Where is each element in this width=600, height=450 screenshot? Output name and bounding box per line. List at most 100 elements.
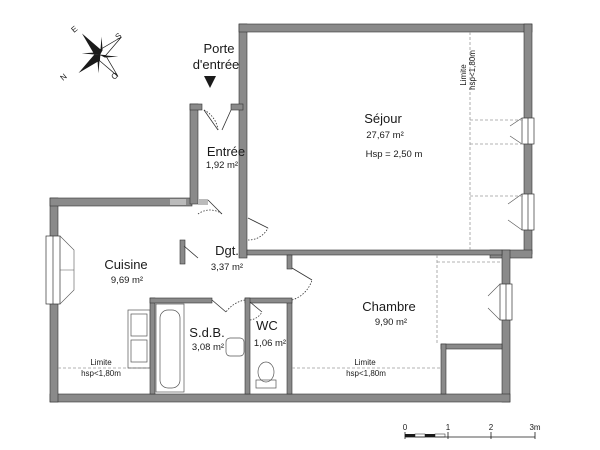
scale-bar	[404, 432, 536, 439]
room-area-entree: 1,92 m²	[206, 160, 238, 171]
limit-label-chambre-2: hsp<1,80m	[346, 369, 386, 378]
sink-basin	[130, 339, 148, 363]
room-area-dgt: 3,37 m²	[211, 262, 243, 273]
room-name-sejour: Séjour	[364, 111, 402, 126]
wall	[149, 297, 213, 304]
compass-label-o: O	[110, 71, 121, 82]
scale-segment	[425, 434, 435, 437]
compass-point	[100, 36, 103, 55]
toilet-tank	[255, 379, 277, 389]
bathtub	[155, 303, 185, 393]
compass-label-e: E	[70, 24, 80, 34]
room-name-sdb: S.d.B.	[189, 325, 224, 340]
scale-label-1: 1	[446, 423, 451, 432]
wall	[49, 301, 59, 403]
room-name-entree: Entrée	[207, 144, 245, 159]
wall	[230, 103, 244, 111]
limit-label-cuisine-1: Limite	[90, 358, 112, 367]
window-swings	[59, 117, 523, 321]
door-swing	[249, 301, 263, 313]
toilet-bowl	[257, 361, 275, 383]
door-arc	[197, 209, 223, 215]
room-ceiling-height-sejour: Hsp = 2,50 m	[366, 149, 423, 160]
door-arc	[225, 299, 246, 313]
door-swing	[183, 245, 199, 259]
scale-label-3: 3m	[529, 423, 540, 432]
compass-point	[78, 54, 100, 73]
door-swing	[203, 109, 219, 131]
room-name-wc: WC	[256, 318, 278, 333]
wall	[501, 249, 511, 287]
door-swing	[247, 217, 269, 229]
kitchen-sink	[127, 309, 151, 369]
wall	[440, 343, 447, 395]
wall	[238, 23, 248, 259]
wall	[189, 103, 203, 111]
limit-label-chambre-1: Limite	[354, 358, 376, 367]
wall	[244, 297, 293, 304]
door-arc	[203, 109, 219, 131]
walls	[49, 23, 533, 403]
limit-label-cuisine-2: hsp<1,80m	[81, 369, 121, 378]
compass-point	[82, 33, 101, 55]
compass-rose	[78, 33, 122, 77]
room-area-chambre: 9,90 m²	[375, 317, 407, 328]
scale-label-0: 0	[403, 423, 408, 432]
entry-label-line2: d'entrée	[193, 57, 240, 72]
room-area-sdb: 3,08 m²	[192, 342, 224, 353]
opening-marks	[170, 199, 208, 205]
window-swing	[487, 283, 501, 321]
wall	[523, 141, 533, 197]
compass-point	[81, 52, 100, 55]
wall	[179, 239, 186, 265]
doors	[183, 109, 313, 321]
fixtures	[127, 303, 277, 393]
wall	[286, 299, 293, 395]
windows	[45, 117, 535, 321]
door-arc	[249, 311, 263, 321]
wall	[286, 254, 293, 270]
scale-segment	[434, 433, 446, 438]
bathtub-inner	[159, 309, 181, 389]
room-area-cuisine: 9,69 m²	[111, 275, 143, 286]
limit-line	[470, 119, 524, 197]
door-swing	[221, 109, 232, 131]
room-name-chambre: Chambre	[362, 299, 415, 314]
entry-label-line1: Porte	[203, 41, 234, 56]
wall	[189, 103, 199, 205]
door-arc	[247, 227, 269, 241]
scale-segment	[405, 434, 415, 437]
compass-point	[97, 55, 100, 74]
door-swing	[207, 199, 223, 215]
scale-segment	[414, 433, 426, 438]
wall	[244, 297, 251, 395]
compass-label-s: S	[114, 31, 124, 41]
window-swing	[509, 117, 523, 145]
door-swing	[291, 267, 313, 281]
window-swing	[507, 193, 523, 231]
wall	[440, 343, 503, 350]
window-swing	[59, 235, 75, 305]
room-name-cuisine: Cuisine	[104, 257, 147, 272]
limit-label-sejour-2: hsp<1,80m	[468, 50, 477, 90]
room-area-wc: 1,06 m²	[254, 338, 286, 349]
wall	[238, 23, 533, 33]
wall	[149, 297, 156, 395]
compass-point	[100, 55, 119, 58]
sink-basin	[130, 313, 148, 337]
compass-label-n: N	[59, 72, 69, 83]
opening-mark	[198, 199, 208, 205]
room-area-sejour: 27,67 m²	[366, 130, 404, 141]
wall	[523, 23, 533, 121]
scale-label-2: 2	[489, 423, 494, 432]
door-swing	[211, 299, 227, 313]
room-name-dgt: Dgt.	[215, 243, 239, 258]
wall	[49, 393, 511, 403]
wall	[246, 249, 503, 256]
entry-arrow	[204, 76, 216, 88]
opening-mark	[170, 199, 186, 205]
wall	[501, 317, 511, 403]
door-arc	[291, 279, 313, 301]
limit-label-sejour-1: Limite	[459, 64, 468, 86]
